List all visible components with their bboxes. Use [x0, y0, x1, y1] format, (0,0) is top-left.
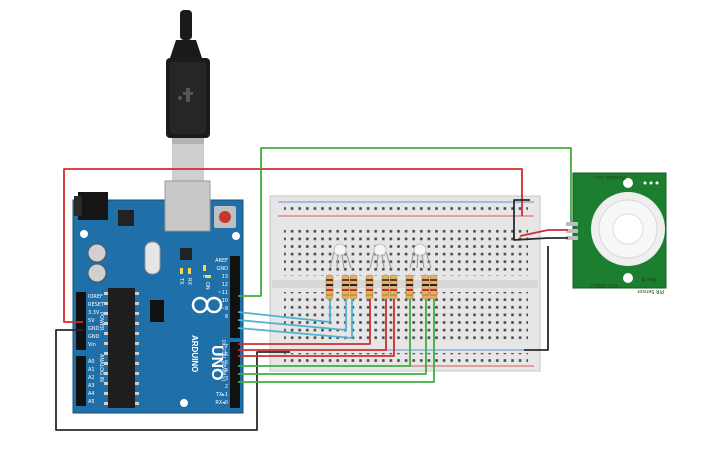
- power-pin-label: IOREF: [88, 294, 103, 300]
- digital-pin-label: TX▸1: [215, 392, 228, 398]
- analog-pin-label: A1: [88, 367, 95, 373]
- wire-red-2[interactable]: [238, 299, 387, 351]
- pir-sensor-name: PIR Sensor: [636, 288, 664, 294]
- analog-header-label: ANALOG IN: [98, 354, 104, 382]
- digital-pin-label: RX◂0: [215, 400, 228, 406]
- arduino-logo: [191, 296, 223, 314]
- on-led-label: ON: [204, 282, 210, 290]
- digital-pin-label: 8: [225, 314, 228, 320]
- wire-blue-2[interactable]: [237, 299, 347, 331]
- wire-green-2[interactable]: [238, 299, 427, 375]
- power-pin-label: 5V: [88, 318, 95, 324]
- capacitor: [87, 243, 107, 263]
- power-pin-label: GND: [88, 326, 100, 332]
- wire-black-sensor[interactable]: [513, 199, 568, 241]
- rx-led-label: RX: [186, 278, 192, 285]
- tx-led-label: TX: [178, 277, 184, 285]
- rgb-led-1[interactable]: [329, 243, 352, 269]
- tx-led: [180, 268, 183, 274]
- usb-chip: [180, 248, 192, 260]
- pir-rev-label: Rev B: [641, 276, 656, 282]
- analog-pin-label: A2: [88, 375, 95, 381]
- power-jack: [78, 192, 108, 220]
- digital-pin-label: ~5: [221, 360, 228, 366]
- power-pin-label: Vin: [88, 342, 96, 348]
- digital-header-label: DIGITAL (PWM~): [220, 340, 226, 382]
- analog-pin-label: A5: [88, 399, 95, 405]
- model-label: UNO: [208, 345, 225, 381]
- usb-socket: [164, 180, 211, 232]
- wire-red-3[interactable]: [238, 299, 395, 357]
- l-led-label: L: [201, 275, 207, 278]
- voltage-regulator: [118, 210, 134, 226]
- analog-pin-label: A4: [88, 391, 95, 397]
- wire-red-sensor[interactable]: [519, 229, 568, 237]
- digital-pin-label: ~3: [221, 376, 228, 382]
- wires: [55, 147, 572, 431]
- digital-pin-label: AREF: [215, 258, 228, 264]
- crystal: [144, 241, 161, 275]
- digital-pin-label: 7: [225, 344, 228, 350]
- pir-label-1: Parallax, Inc.: [594, 174, 626, 180]
- wire-red-1[interactable]: [238, 299, 371, 345]
- pir-sensor[interactable]: Parallax, Inc. PIR Sensor 555-28027 Rev …: [566, 172, 667, 294]
- on-led: [205, 275, 211, 278]
- arduino-uno-board[interactable]: ARDUINO UNO POWER ANALOG IN DIGITAL (PWM…: [72, 180, 244, 414]
- atmega-chip: [108, 288, 135, 408]
- power-header: [76, 292, 86, 350]
- digital-header-upper: [230, 256, 240, 338]
- power-pin-label: RESET: [88, 302, 105, 308]
- digital-header-lower: [230, 342, 240, 408]
- digital-pin-label: ~11: [217, 290, 228, 296]
- digital-pin-label: 2: [225, 384, 228, 390]
- reset-button[interactable]: [214, 206, 236, 228]
- digital-pin-label: GND: [217, 266, 229, 272]
- wire-blue-3[interactable]: [237, 299, 353, 339]
- analog-pin-label: A3: [88, 383, 95, 389]
- digital-pin-label: ~10: [217, 298, 228, 304]
- breadboard[interactable]: [269, 195, 541, 372]
- analog-pin-label: A0: [88, 359, 95, 365]
- digital-pin-label: 12: [222, 282, 228, 288]
- wire-green-3[interactable]: [238, 299, 435, 383]
- rgb-led-2[interactable]: [369, 243, 392, 269]
- pir-part-number: 555-28027: [591, 282, 618, 288]
- digital-pin-label: ~9: [221, 306, 228, 312]
- wire-green-signal[interactable]: [238, 147, 572, 297]
- wire-black-rail[interactable]: [524, 246, 549, 351]
- analog-header: [76, 356, 86, 406]
- brand-label: ARDUINO: [190, 335, 199, 372]
- digital-pin-label: 13: [222, 274, 228, 280]
- digital-pin-label: 4: [225, 368, 228, 374]
- resistor-bands: [326, 279, 437, 296]
- wire-blue-1[interactable]: [237, 299, 331, 323]
- rx-led: [188, 268, 191, 274]
- capacitor: [87, 263, 107, 283]
- power-pin-label: 3.3V: [88, 310, 100, 316]
- wire-green-1[interactable]: [238, 299, 411, 367]
- l-led: [203, 265, 206, 271]
- power-pin-label: GND: [88, 334, 100, 340]
- power-header-label: POWER: [98, 312, 104, 331]
- wire-red-5v[interactable]: [63, 168, 523, 323]
- wire-black-gnd[interactable]: [55, 329, 290, 431]
- digital-pin-label: ~6: [221, 352, 228, 358]
- usb-cable[interactable]: [166, 10, 210, 182]
- rgb-led-3[interactable]: [409, 243, 432, 269]
